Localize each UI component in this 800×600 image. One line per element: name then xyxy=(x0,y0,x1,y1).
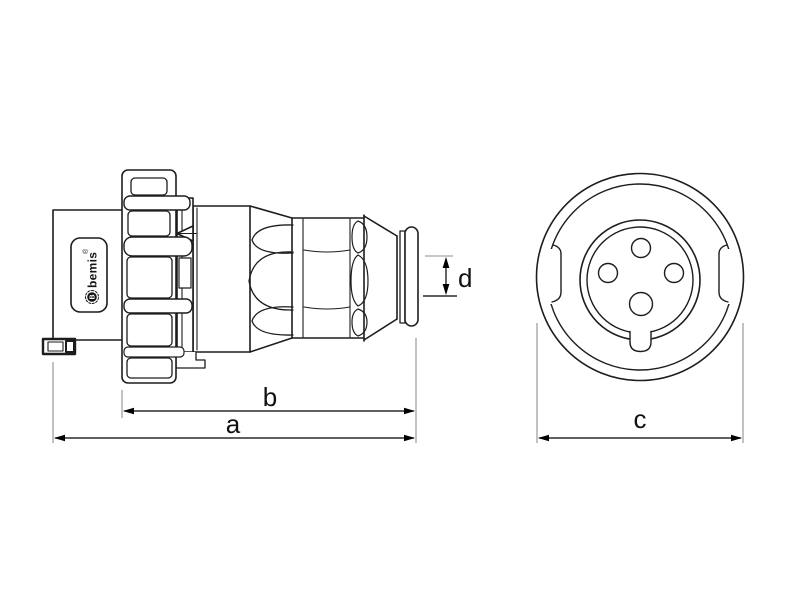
mounting-foot xyxy=(41,337,77,356)
grip-bar xyxy=(123,195,191,211)
grip-slot xyxy=(130,177,168,196)
pin-hole-top xyxy=(630,237,652,259)
mid-cylinder xyxy=(192,205,251,353)
grip-bar xyxy=(123,298,193,314)
pin-hole-right xyxy=(663,262,685,284)
side-view: B bemis ® xyxy=(41,169,419,384)
gland-petal-tip xyxy=(351,220,368,254)
gland-petal-tip xyxy=(351,308,368,337)
cable-gland xyxy=(248,205,419,353)
grip-slot xyxy=(126,256,173,299)
dim-b-label: b xyxy=(263,382,277,412)
gear-logo-icon: B xyxy=(85,290,99,304)
grip-handle xyxy=(121,169,193,384)
end-flange xyxy=(404,226,419,327)
brand-name: bemis xyxy=(86,252,100,288)
gland-petal xyxy=(251,224,294,254)
dim-d-label: d xyxy=(458,263,472,293)
brand-reg-mark: ® xyxy=(82,248,90,254)
grip-slot xyxy=(126,313,173,347)
dim-c-label: c xyxy=(634,404,647,434)
grip-slot xyxy=(127,210,171,237)
pin-hole-left xyxy=(597,262,619,284)
pin-hole-bottom xyxy=(628,291,654,317)
keyway-bump xyxy=(629,330,652,353)
grip-bar xyxy=(123,236,193,257)
dim-a-label: a xyxy=(226,409,241,439)
gland-petal xyxy=(251,306,294,336)
dimension-b: b xyxy=(123,382,415,415)
brand-label: B bemis ® xyxy=(70,237,108,313)
dimension-d: d xyxy=(423,257,472,297)
gland-petal xyxy=(248,251,294,311)
dimension-lines: d b a c xyxy=(54,257,742,442)
dimension-a: a xyxy=(54,409,415,442)
keyway-notch-right xyxy=(718,244,729,303)
keyway-notch-left xyxy=(551,244,562,303)
flange-plate xyxy=(178,257,192,289)
grip-bar xyxy=(123,346,185,358)
gland-petal-tip xyxy=(350,254,369,307)
front-view xyxy=(535,172,745,382)
grip-slot xyxy=(126,357,173,379)
extension-lines xyxy=(52,255,744,443)
logo-letter: B xyxy=(90,294,97,299)
dimension-c: c xyxy=(538,404,742,442)
